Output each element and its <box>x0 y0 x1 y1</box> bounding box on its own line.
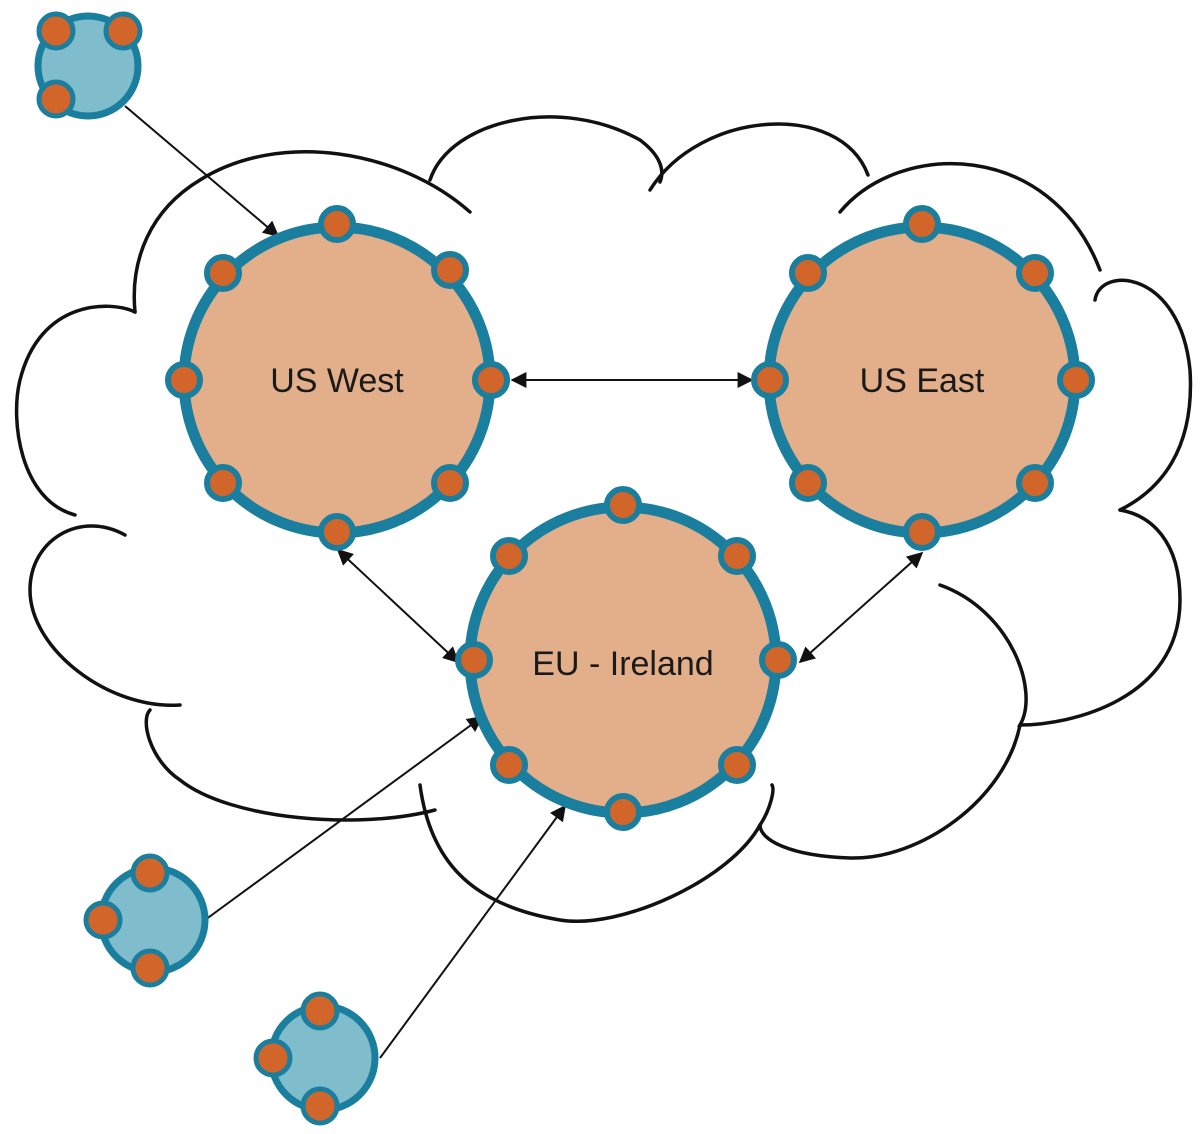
arrow-client1-uswest <box>124 105 280 238</box>
client-cluster-icon[interactable] <box>253 991 379 1126</box>
region-label-us-east: US East <box>860 362 985 400</box>
arrow-uswest-eu <box>336 548 460 664</box>
arrow-client3-eu <box>379 804 566 1059</box>
arrow-client2-eu <box>204 716 484 921</box>
region-us-east[interactable]: US East <box>751 205 1095 551</box>
arrow-useast-eu <box>798 551 924 664</box>
connection-arrows <box>124 105 924 1059</box>
cloud-outline-icon <box>14 115 1193 923</box>
client-cluster-icon[interactable] <box>83 853 209 988</box>
region-label-us-west: US West <box>270 362 404 400</box>
region-eu-ireland[interactable]: EU - Ireland <box>455 486 797 831</box>
region-us-west[interactable]: US West <box>165 205 510 551</box>
node-dots <box>751 205 1095 551</box>
region-label-eu-ireland: EU - Ireland <box>532 645 713 683</box>
client-cluster-icon[interactable] <box>34 11 143 120</box>
node-dots <box>455 486 797 831</box>
node-dots <box>165 205 510 551</box>
